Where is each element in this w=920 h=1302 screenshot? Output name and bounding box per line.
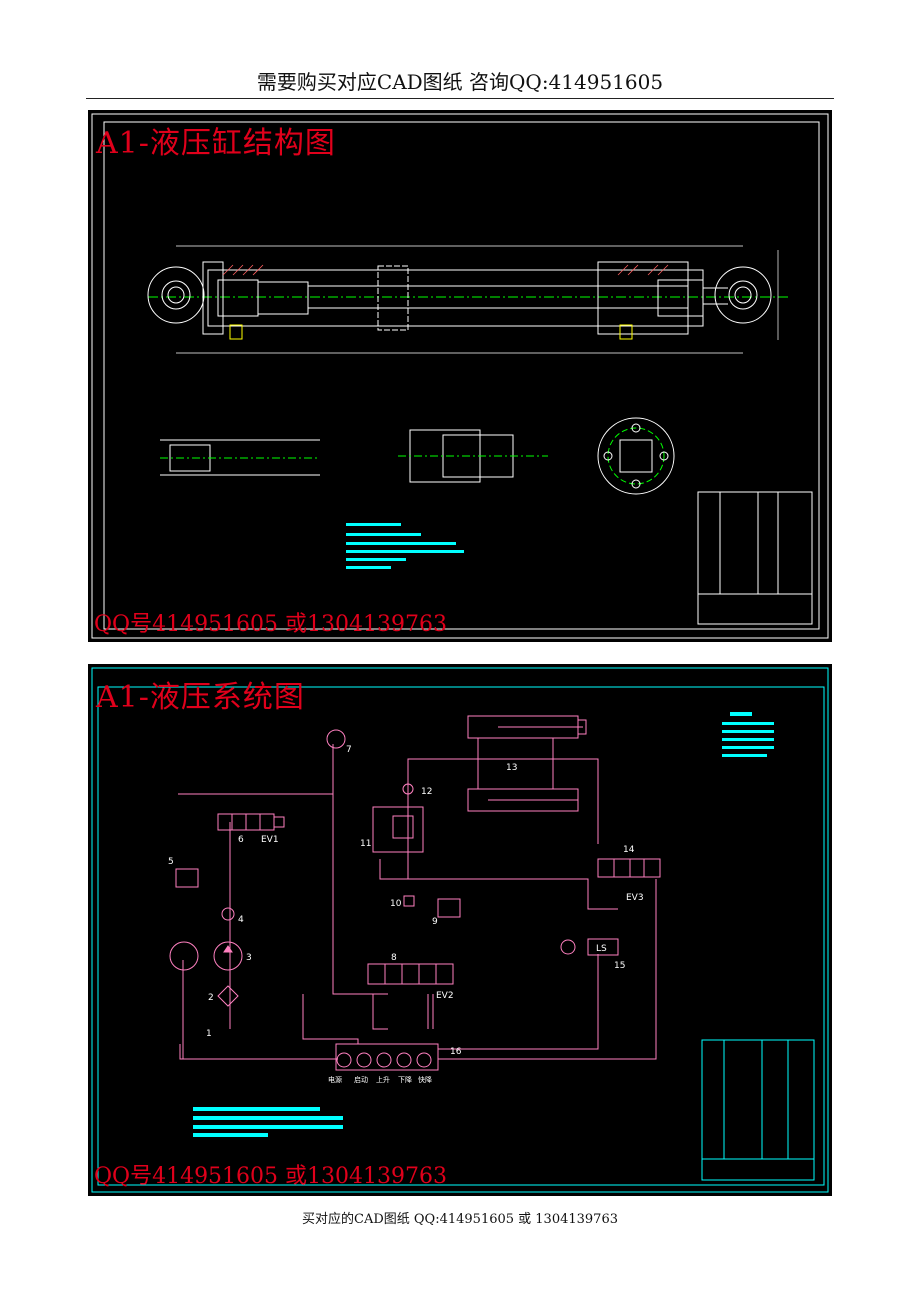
- label-12: 12: [421, 787, 432, 797]
- button-label-fast-down: 快降: [418, 1075, 432, 1084]
- page-footer: 买对应的CAD图纸 QQ:414951605 或 1304139763: [302, 1212, 618, 1227]
- label-13: 13: [506, 763, 517, 773]
- label-15: 15: [614, 961, 625, 971]
- label-7: 7: [346, 745, 352, 755]
- hydraulic-system-panel: 13 12 7 6 EV1 11 14 EV3 5 4 3 2 1 10 9 8…: [88, 664, 832, 1196]
- cylinder-drawing-qq: QQ号414951605 或1304139763: [94, 612, 448, 637]
- cylinder-drawing-title: A1-液压缸结构图: [96, 126, 336, 161]
- label-1: 1: [206, 1029, 212, 1039]
- label-ev3: EV3: [626, 893, 644, 903]
- label-4: 4: [238, 915, 244, 925]
- page-header: 需要购买对应CAD图纸 咨询QQ:414951605: [256, 70, 664, 94]
- label-ls: LS: [596, 944, 607, 954]
- label-11: 11: [360, 839, 371, 849]
- label-3: 3: [246, 953, 252, 963]
- hydraulic-system-qq: QQ号414951605 或1304139763: [94, 1164, 448, 1189]
- label-2: 2: [208, 993, 214, 1003]
- label-8: 8: [391, 953, 397, 963]
- label-ev1: EV1: [261, 835, 279, 845]
- button-label-power: 电源: [328, 1075, 342, 1084]
- label-5: 5: [168, 857, 174, 867]
- button-label-up: 上升: [376, 1075, 390, 1084]
- cylinder-drawing: [91, 113, 829, 639]
- label-14: 14: [623, 845, 635, 855]
- label-ev2: EV2: [436, 991, 454, 1001]
- label-6: 6: [238, 835, 244, 845]
- label-16: 16: [450, 1047, 462, 1057]
- cylinder-drawing-panel: A1-液压缸结构图 QQ号414951605 或1304139763: [88, 110, 832, 642]
- hydraulic-system-title: A1-液压系统图: [96, 680, 305, 715]
- label-9: 9: [432, 917, 438, 927]
- header-rule: [86, 98, 834, 99]
- label-10: 10: [390, 899, 402, 909]
- button-label-start: 启动: [354, 1075, 368, 1084]
- button-label-down: 下降: [398, 1075, 412, 1084]
- hydraulic-system-diagram: 13 12 7 6 EV1 11 14 EV3 5 4 3 2 1 10 9 8…: [91, 667, 829, 1193]
